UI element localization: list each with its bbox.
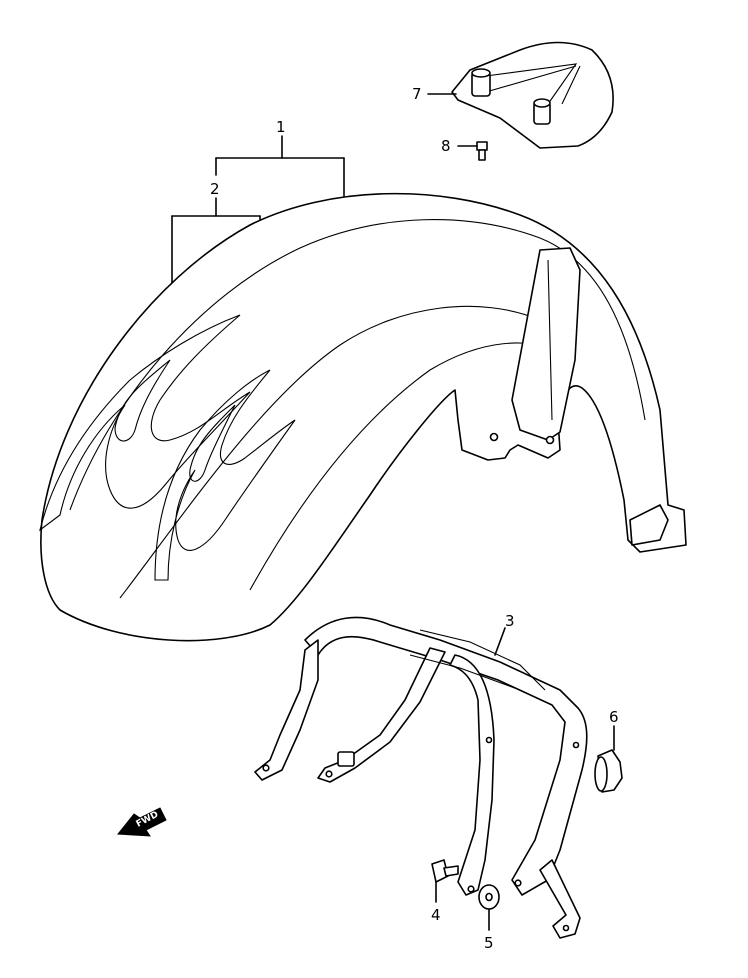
callout-2: 2 xyxy=(210,180,220,198)
part-8-screw xyxy=(476,141,488,161)
callout-1: 1 xyxy=(276,118,286,136)
part-4-bolt xyxy=(431,859,459,883)
callout-3: 3 xyxy=(505,612,515,630)
leader-1 xyxy=(215,135,345,206)
part-6-cushion xyxy=(594,749,623,793)
callout-5: 5 xyxy=(484,934,494,952)
callout-4: 4 xyxy=(431,906,441,924)
callout-6: 6 xyxy=(609,708,619,726)
part-3-fender-brace xyxy=(254,616,588,939)
part-1-front-fender xyxy=(39,192,687,642)
part-7-fender-tip xyxy=(451,41,614,149)
callout-7: 7 xyxy=(412,85,422,103)
leader-3 xyxy=(494,627,506,656)
arrow-left-icon: FWD xyxy=(117,807,167,837)
callout-8: 8 xyxy=(441,137,451,155)
part-5-washer xyxy=(478,884,500,910)
